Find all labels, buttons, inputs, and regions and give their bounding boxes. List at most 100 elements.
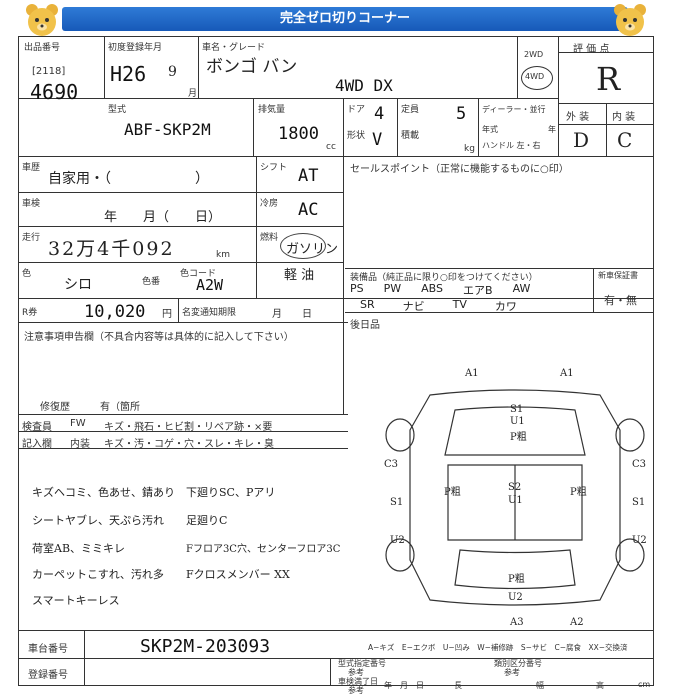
- equip-ps: PS: [350, 282, 364, 295]
- size-width: 幅: [536, 681, 544, 690]
- aircon-value: AC: [298, 200, 319, 220]
- note-left-2: シートヤブレ、天ぷら汚れ: [32, 514, 164, 527]
- fuel-circle: [280, 233, 326, 259]
- car-name: ボンゴ バン: [206, 57, 298, 77]
- chassis-value: SKP2M-203093: [140, 636, 271, 657]
- inspector-label: 検査員: [22, 422, 52, 433]
- mark-a1-left: A1: [464, 368, 479, 379]
- bear-mascot-icon: [614, 4, 646, 36]
- mark-p-rear: P粗: [508, 573, 525, 585]
- type-cert-label: 型式指定番号: [338, 659, 386, 668]
- doors-value: 4: [374, 104, 385, 124]
- score-value: R: [596, 60, 621, 98]
- color-value: シロ: [64, 277, 92, 293]
- lot-label: 出品番号: [24, 43, 61, 53]
- auction-sheet: [18, 36, 654, 686]
- mark-s2-center: S2: [508, 482, 521, 493]
- interior-label: 内 装: [612, 112, 636, 123]
- exterior-label: 外 装: [566, 112, 590, 123]
- mileage-value: 32万4千092: [48, 238, 175, 260]
- inspector-fw: FW: [70, 418, 86, 429]
- expiry-unit: 年 月 日: [384, 681, 424, 690]
- expiry-sub: 参考: [348, 686, 364, 695]
- mark-s1-left: S1: [390, 497, 403, 508]
- drive-circle: [521, 66, 553, 90]
- banner-title: 完全ゼロ切りコーナー: [62, 7, 628, 31]
- recycle-unit: 円: [162, 309, 172, 320]
- header-banner: 完全ゼロ切りコーナー: [0, 0, 700, 40]
- mark-p-right: P粗: [570, 486, 587, 498]
- history-label: 車歴: [22, 163, 41, 173]
- damage-legend: A−キズ E−エクボ U−凹み W−補修跡 S−サビ C−腐食 XX−交換済: [368, 643, 628, 652]
- mark-u2-rear: U2: [508, 592, 523, 603]
- note-left-4: カーペットこすれ、汚れ多: [32, 568, 164, 581]
- mark-s1-right: S1: [632, 497, 645, 508]
- bear-mascot-icon: [26, 4, 58, 36]
- note-left-5: スマートキーレス: [32, 594, 120, 607]
- displacement-label: 排気量: [258, 105, 286, 115]
- score-label: 評 価 点: [573, 44, 610, 55]
- recycle-label: R券: [22, 308, 38, 318]
- chassis-label: 車台番号: [28, 644, 68, 655]
- warranty-label: 新車保証書: [598, 271, 638, 280]
- equip-airbag: エアB: [463, 284, 493, 297]
- mark-a2: A2: [569, 617, 584, 628]
- handle-label: ハンドル 左・右: [482, 141, 541, 150]
- mark-p-left: P粗: [444, 486, 461, 498]
- repair-value: 有（箇所: [100, 402, 140, 413]
- color-code: A2W: [196, 276, 224, 294]
- color-code-label: 色コード: [180, 269, 217, 279]
- rear-seat-label: 後日品: [350, 320, 380, 331]
- displacement-value: 1800: [278, 124, 319, 144]
- mark-u1-center: U1: [508, 495, 523, 506]
- shift-label: シフト: [260, 163, 288, 173]
- year-label: 年式: [482, 125, 498, 134]
- model-label: 型式: [108, 105, 127, 115]
- shift-value: AT: [298, 166, 319, 186]
- caution-label: 注意事項申告欄（不具合内容等は具体的に記入して下さい）: [24, 332, 294, 343]
- fuel-label: 燃料: [260, 233, 279, 243]
- mark-c3-left: C3: [384, 459, 398, 470]
- shape-value: V: [372, 130, 383, 150]
- size-unit: cm: [638, 680, 651, 689]
- exterior-score: D: [573, 128, 590, 152]
- mark-c3-right: C3: [632, 459, 646, 470]
- repair-label: 修復歴: [40, 402, 70, 413]
- first-reg-label: 初度登録年月: [108, 43, 163, 53]
- equip-aw: AW: [512, 282, 531, 295]
- notes-interior: 内装: [70, 439, 90, 450]
- year-unit: 年: [548, 125, 556, 134]
- lot-number: 4690: [30, 80, 79, 104]
- notes-items: キズ・汚・コゲ・穴・スレ・キレ・臭: [104, 439, 274, 450]
- first-reg-month: 9: [168, 64, 177, 80]
- history-value: 自家用・（ ）: [48, 171, 209, 187]
- mark-u2-right: U2: [632, 535, 647, 546]
- mark-p-top: P粗: [510, 431, 527, 443]
- equipment-label: 装備品（純正品に限り○印をつけてください）: [350, 273, 538, 283]
- mark-u1-top: U1: [510, 416, 525, 427]
- aircon-label: 冷房: [260, 199, 279, 209]
- model-value: ABF-SKP2M: [124, 120, 211, 139]
- size-length: 長: [454, 681, 462, 690]
- note-right-2: 足廻りC: [186, 514, 228, 527]
- dealer-label: ディーラー・並行: [482, 105, 546, 114]
- mark-a3: A3: [509, 617, 524, 628]
- equipment-row-2: SR ナビ TV カワ: [360, 298, 580, 314]
- mileage-label: 走行: [22, 233, 41, 243]
- shape-label: 形状: [347, 131, 366, 141]
- notice-label: 名変通知期限: [182, 308, 237, 318]
- mark-a1-right: A1: [559, 368, 574, 379]
- inspection-label: 車検: [22, 199, 41, 209]
- type-cert-sub: 参考: [348, 668, 364, 677]
- first-reg-year: H26: [110, 62, 147, 86]
- color-number-label: 色番: [142, 277, 161, 287]
- note-left-1: キズヘコミ、色あせ、錆あり: [32, 486, 175, 499]
- equip-pw: PW: [383, 282, 402, 295]
- equip-sr: SR: [360, 298, 375, 311]
- first-reg-month-unit: 月: [188, 89, 198, 99]
- notes-label: 記入欄: [22, 439, 52, 450]
- note-left-3: 荷室AB、ミミキレ: [32, 542, 126, 555]
- mark-u2-left: U2: [390, 535, 405, 546]
- sales-point-label: セールスポイント（正常に機能するものに○印）: [350, 164, 569, 175]
- category-label: 類別区分番号: [494, 659, 542, 668]
